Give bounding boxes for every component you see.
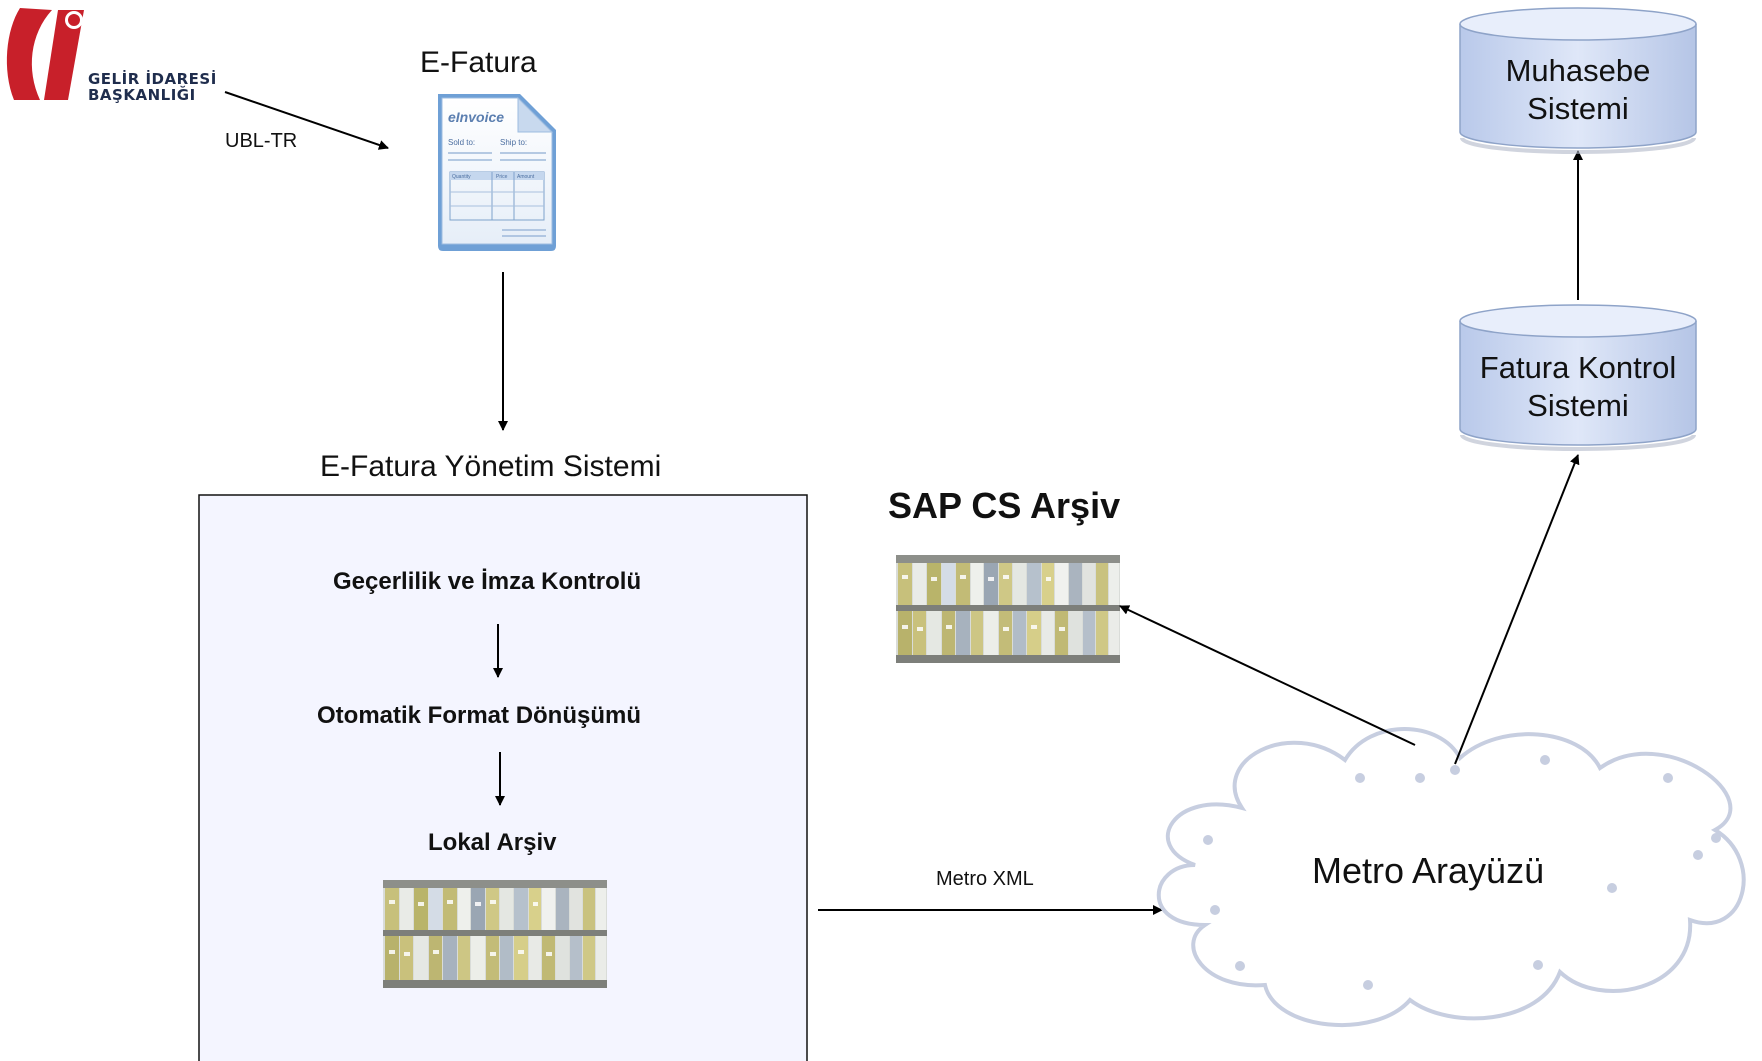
- ubl-tr-label: UBL-TR: [225, 130, 298, 152]
- local-archive-image: [383, 880, 607, 988]
- muhasebe-database: [1459, 7, 1697, 154]
- step-format-label: Otomatik Format Dönüşümü: [317, 702, 642, 729]
- gib-logo-line1: GELİR İDARESİ: [88, 70, 217, 88]
- gib-logo: [6, 8, 84, 100]
- fatura-kontrol-line2: Sistemi: [1527, 388, 1629, 423]
- gib-logo-line2: BAŞKANLIĞI: [88, 86, 196, 104]
- einvoice-document-icon: eInvoice Sold to: Ship to: Quantity Pric…: [438, 94, 556, 251]
- amount-col: Amount: [517, 174, 535, 180]
- efatura-title: E-Fatura: [420, 46, 537, 79]
- sold-to-label: Sold to:: [448, 138, 475, 147]
- step-validation-label: Geçerlilik ve İmza Kontrolü: [333, 568, 642, 595]
- einvoice-header: eInvoice: [448, 109, 504, 125]
- cloud-to-sap-arrow: [1119, 605, 1416, 746]
- gib-logo-text: GELİR İDARESİ BAŞKANLIĞI: [88, 71, 217, 103]
- step-archive-label: Lokal Arşiv: [428, 829, 557, 856]
- quantity-col: Quantity: [452, 174, 471, 180]
- sap-archive-image: [896, 555, 1120, 663]
- metro-cloud: [1156, 727, 1746, 1027]
- fatura-kontrol-label: Fatura Kontrol Sistemi: [1460, 349, 1696, 425]
- muhasebe-line2: Sistemi: [1527, 91, 1629, 126]
- price-col: Price: [496, 174, 508, 180]
- ubl-arrow: [224, 91, 389, 150]
- cloud-label: Metro Arayüzü: [1312, 850, 1545, 891]
- sap-title: SAP CS Arşiv: [888, 485, 1121, 526]
- ship-to-label: Ship to:: [500, 138, 527, 147]
- metro-xml-label: Metro XML: [936, 868, 1034, 890]
- system-title: E-Fatura Yönetim Sistemi: [320, 450, 662, 483]
- muhasebe-line1: Muhasebe: [1505, 53, 1651, 88]
- cloud-to-fatura-arrow: [1454, 454, 1580, 765]
- muhasebe-label: Muhasebe Sistemi: [1460, 52, 1696, 128]
- fatura-kontrol-database: [1459, 304, 1697, 451]
- fatura-kontrol-line1: Fatura Kontrol: [1479, 350, 1677, 385]
